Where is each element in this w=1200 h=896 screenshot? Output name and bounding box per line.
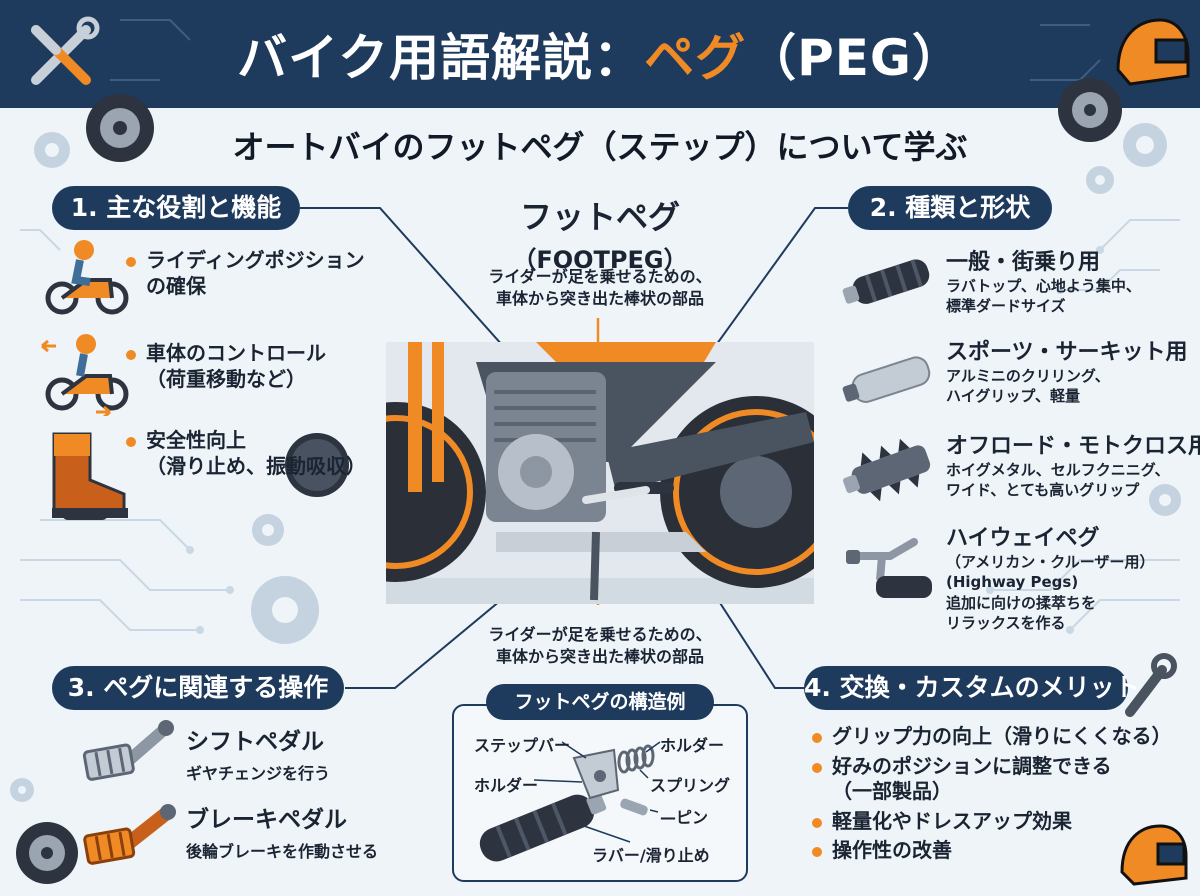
footpeg-desc-line: 車体から突き出た棒状の部品 xyxy=(495,647,704,667)
rider-position-icon xyxy=(45,240,129,315)
type-entry-highway: ハイウェイペグ （アメリカン・クルーザー用） (Highway Pegs) 追加… xyxy=(946,520,1155,633)
type-entry-offroad: オフロード・モトクロス用 ホイグメタル、セルフクニニグ、 ワイド、とても高いグリ… xyxy=(946,428,1200,501)
list-item-text: （滑り止め、振動吸収） xyxy=(146,453,366,478)
section1-list: ライディングポジション の確保 車体のコントロール （荷重移動など） 安全性向上… xyxy=(124,248,384,480)
list-item-text: 操作性の改善 xyxy=(832,838,952,863)
title-main-text: バイク用語解説： xyxy=(237,29,645,87)
list-item-text: 車体のコントロール xyxy=(146,341,326,366)
type-title: オフロード・モトクロス用 xyxy=(946,434,1200,459)
shift-pedal-icon xyxy=(82,720,174,781)
type-entry-standard: 一般・街乗り用 ラバトップ、心地よう集中、 標準ダードサイズ xyxy=(946,244,1141,317)
footpeg-label: フットペグ （FOOTPEG） xyxy=(460,192,740,275)
footpeg-desc-line: ライダーが足を乗せるための、 xyxy=(488,267,712,286)
type-title: ハイウェイペグ xyxy=(946,526,1100,551)
structure-diagram xyxy=(479,741,661,862)
peg-small-icon xyxy=(62,508,108,520)
motorcycle-illustration xyxy=(386,342,814,604)
header-banner xyxy=(0,0,1200,108)
footpeg-bottom-description: ライダーが足を乗せるための、 車体から突き出た棒状の部品 xyxy=(440,624,760,669)
section4-list: グリップ力の向上（滑りにくくなる） 好みのポジションに調整できる （一部製品） … xyxy=(810,724,1172,864)
sport-peg-icon xyxy=(842,356,931,403)
list-item-text: 安全性向上 xyxy=(146,428,246,453)
page-title: バイク用語解説：ペグ（PEG） xyxy=(0,18,1200,90)
type-desc: (Highway Pegs) xyxy=(946,573,1079,592)
label-pin: —ピン xyxy=(660,808,709,827)
footpeg-description: ライダーが足を乗せるための、 車体から突き出た棒状の部品 xyxy=(440,266,760,311)
footpeg-english: （FOOTPEG） xyxy=(512,246,688,274)
label-pin-text: ピン xyxy=(676,808,709,827)
list-item-text: 好みのポジションに調整できる xyxy=(832,753,1112,778)
tire-icon xyxy=(86,94,154,162)
operation-desc: 後輪ブレーキを作動させる xyxy=(186,842,379,861)
type-title: スポーツ・サーキット用 xyxy=(946,340,1188,365)
footpeg-title: フットペグ xyxy=(519,198,680,236)
type-entry-sport: スポーツ・サーキット用 アルミニのクリリング、 ハイグリップ、軽量 xyxy=(946,334,1188,407)
tire-icon xyxy=(1058,78,1122,142)
list-item-text: グリップ力の向上（滑りにくくなる） xyxy=(832,724,1172,748)
list-item: 安全性向上 （滑り止め、振動吸収） xyxy=(124,428,384,479)
operation-brake: ブレーキペダル 後輪ブレーキを作動させる xyxy=(186,800,378,862)
label-stepbar: ステップバー xyxy=(474,736,571,755)
brake-pedal-icon xyxy=(83,804,176,865)
type-title: 一般・街乗り用 xyxy=(946,250,1101,275)
page-subtitle: オートバイのフットペグ（ステップ）について学ぶ xyxy=(232,128,968,166)
footpeg-desc-line: 車体から突き出た棒状の部品 xyxy=(495,289,704,309)
label-rubber: ラバー/滑り止め xyxy=(592,846,710,865)
type-desc: ホイグメタル、セルフクニニグ、 xyxy=(946,461,1170,479)
label-spring: スプリング xyxy=(650,776,731,795)
offroad-peg-icon xyxy=(843,438,931,502)
title-suffix-text: （PEG） xyxy=(746,29,963,87)
operation-title: シフトペダル xyxy=(186,729,324,755)
type-desc: 追加に向けの揉萃ちを xyxy=(946,593,1097,612)
section3-heading: 3. ペグに関連する操作 xyxy=(52,666,344,710)
list-item: 好みのポジションに調整できる （一部製品） xyxy=(810,754,1170,805)
type-desc: ラバトップ、心地よう集中、 xyxy=(946,277,1141,295)
list-item-text: （荷重移動など） xyxy=(146,366,306,391)
operation-desc: ギヤチェンジを行う xyxy=(186,764,331,783)
title-accent-text: ペグ xyxy=(644,29,747,87)
type-desc: リラックスを作る xyxy=(946,613,1066,632)
list-item-text: 軽量化やドレスアップ効果 xyxy=(832,808,1072,833)
label-holder-left: ホルダー xyxy=(474,776,539,795)
type-desc: （アメリカン・クルーザー用） xyxy=(946,553,1155,571)
list-item-text: （一部製品） xyxy=(832,779,952,804)
footpeg-desc-line: ライダーが足を乗せるための、 xyxy=(488,625,712,644)
list-item-text: ライディングポジション xyxy=(146,248,365,272)
type-desc: ハイグリップ、軽量 xyxy=(946,387,1080,406)
grip-texture-icon xyxy=(285,433,349,497)
structure-heading: フットペグの構造例 xyxy=(486,684,714,720)
highway-peg-icon xyxy=(846,538,932,598)
helmet-icon xyxy=(1120,824,1188,886)
section4-heading: 4. 交換・カスタムのメリット xyxy=(804,666,1140,710)
helmet-icon xyxy=(1116,18,1190,86)
type-desc: アルミニのクリリング、 xyxy=(946,367,1110,385)
type-desc: 標準ダードサイズ xyxy=(946,297,1066,316)
body-control-icon xyxy=(41,334,129,416)
section1-heading: 1. 主な役割と機能 xyxy=(52,186,300,230)
list-item: グリップ力の向上（滑りにくくなる） xyxy=(810,724,1172,750)
standard-peg-icon xyxy=(842,259,930,304)
list-item: 操作性の改善 xyxy=(810,838,1170,864)
tire-icon xyxy=(16,822,78,884)
operation-title: ブレーキペダル xyxy=(186,807,347,833)
label-holder-top: ホルダー xyxy=(660,736,725,755)
type-desc: ワイド、とても高いグリップ xyxy=(946,481,1140,500)
operation-shift: シフトペダル ギヤチェンジを行う xyxy=(186,722,330,784)
list-item: 車体のコントロール （荷重移動など） xyxy=(124,341,384,392)
list-item: ライディングポジション の確保 xyxy=(124,248,384,299)
wrench-icon xyxy=(1125,653,1177,717)
section2-heading: 2. 種類と形状 xyxy=(848,186,1052,230)
list-item-text: の確保 xyxy=(146,273,206,298)
wrench-icon xyxy=(31,16,100,85)
list-item: 軽量化やドレスアップ効果 xyxy=(810,809,1170,835)
